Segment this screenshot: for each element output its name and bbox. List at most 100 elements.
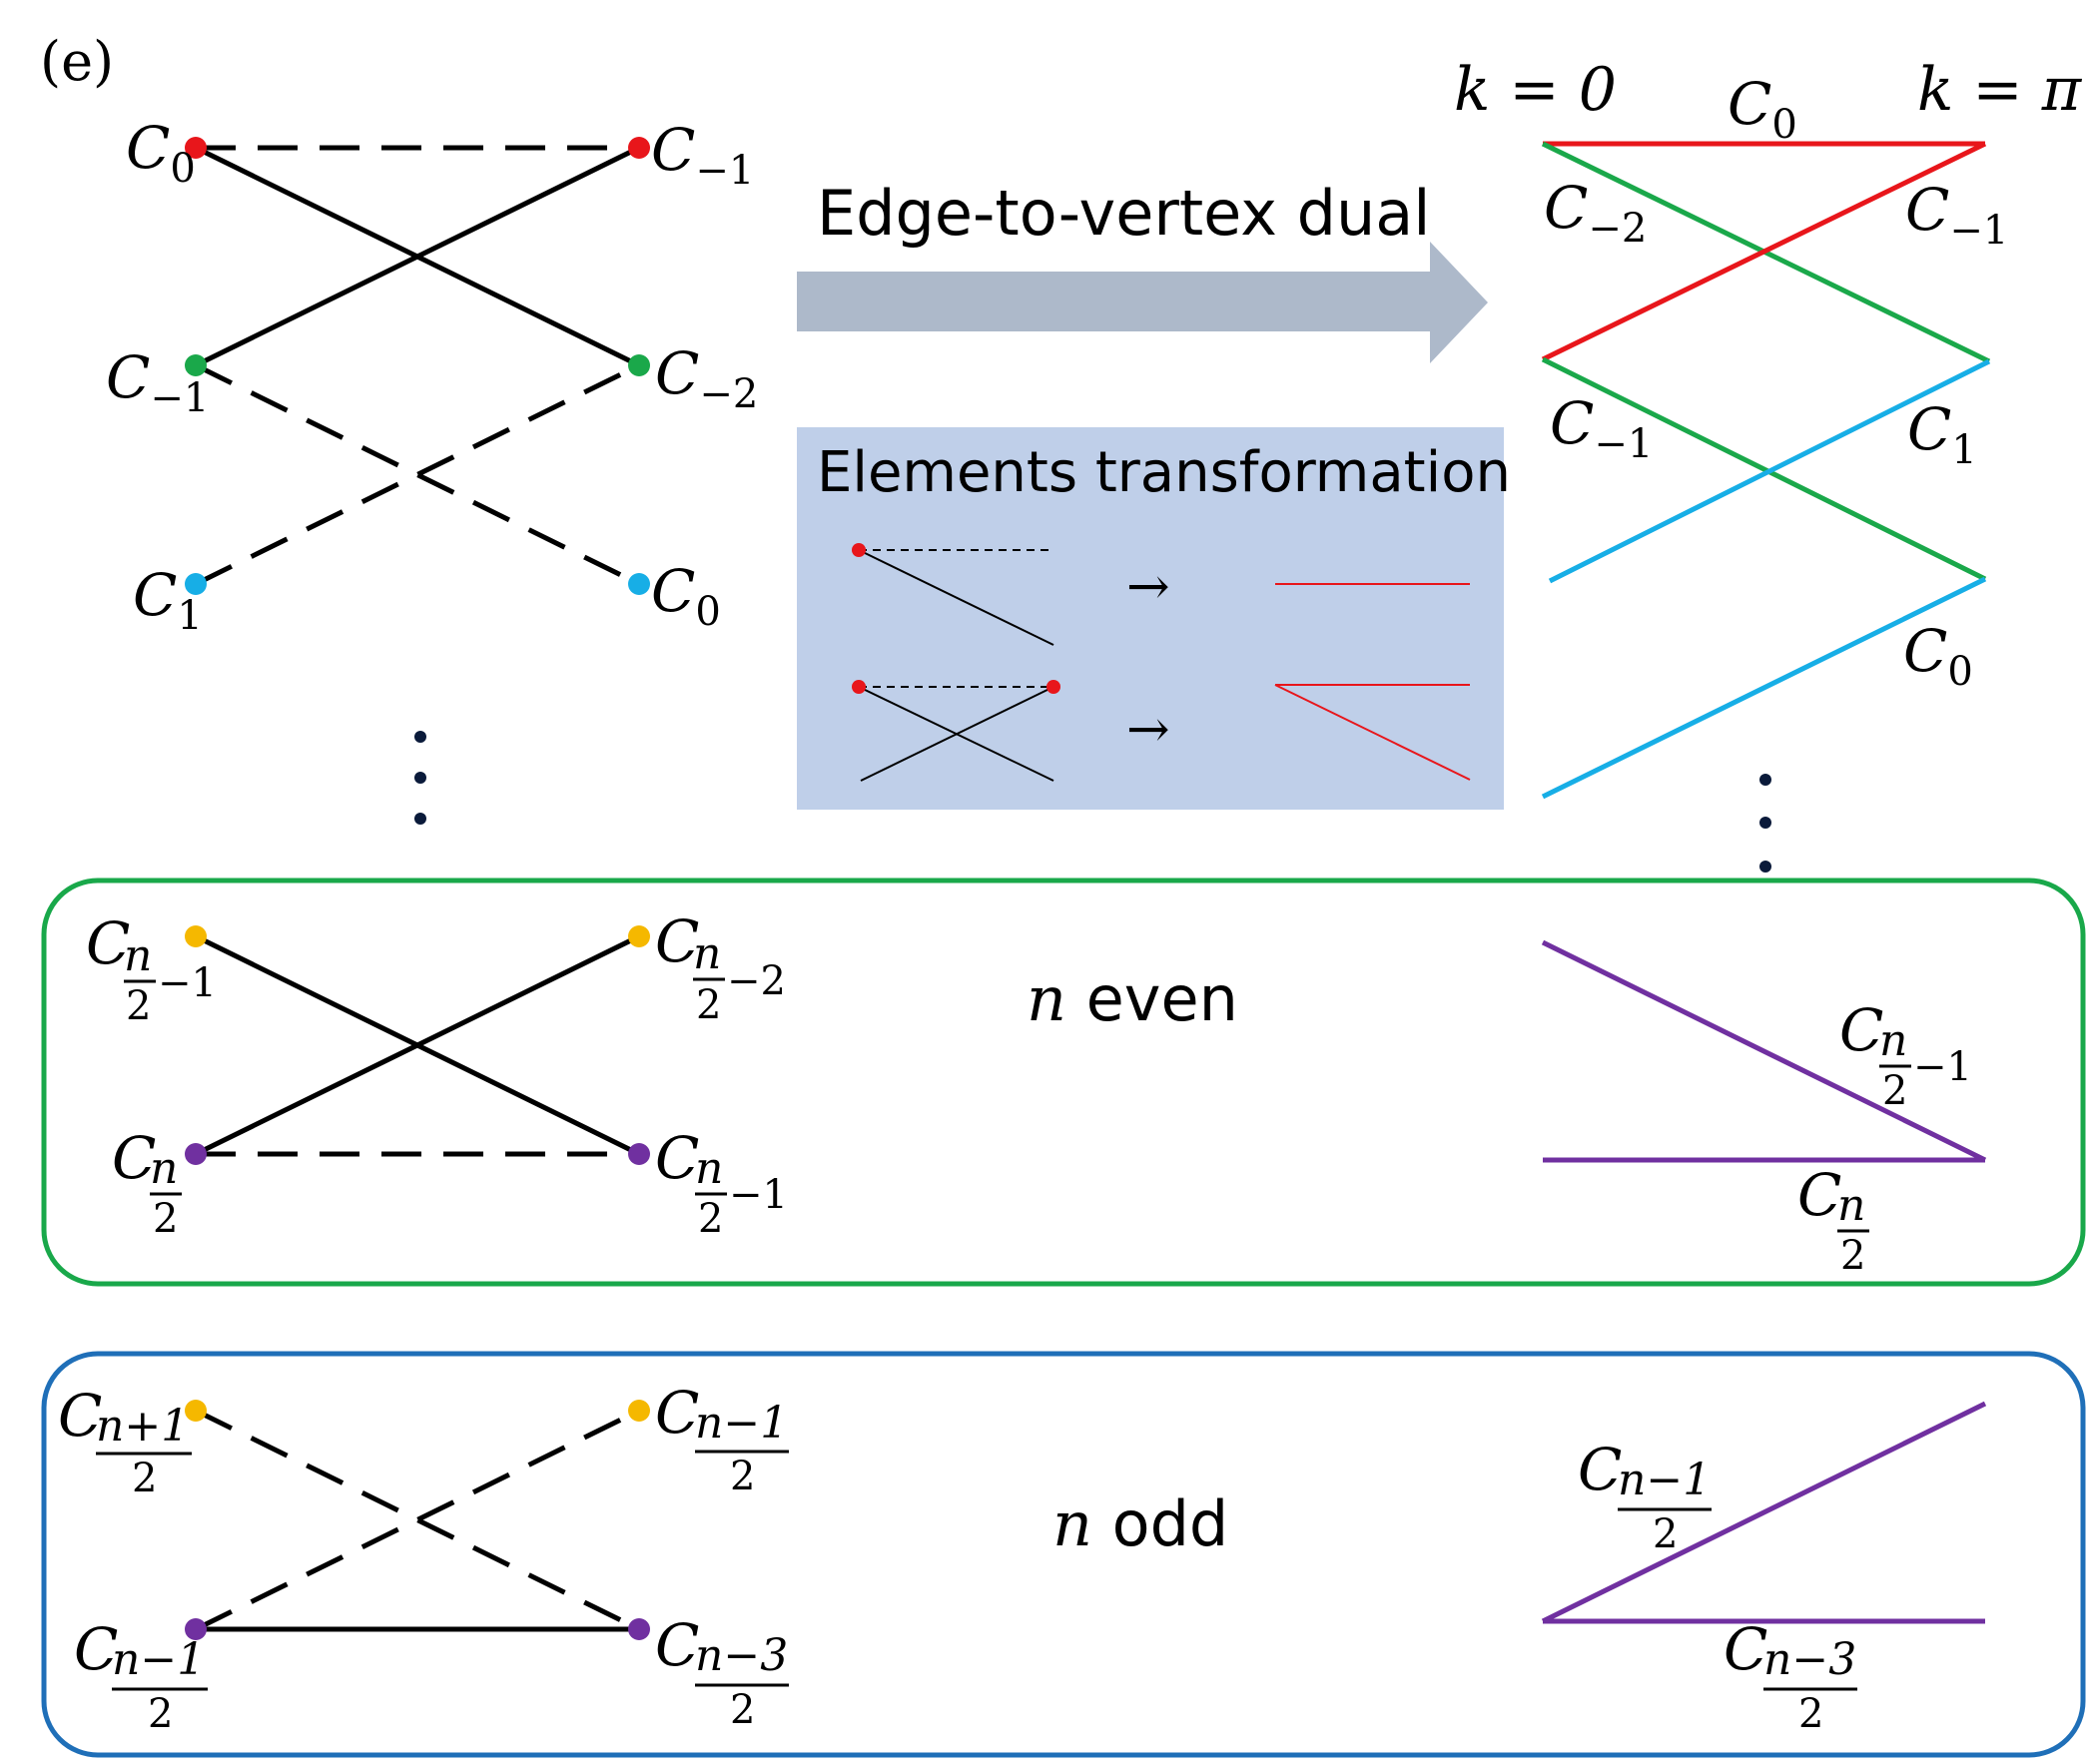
odd-box	[41, 1351, 2086, 1758]
even-label-bot-left: C n 2	[112, 1124, 182, 1242]
ellipsis-dot	[414, 813, 426, 825]
band-label-Cm2: C−2	[1544, 174, 1647, 252]
panel-label: (e)	[40, 30, 114, 93]
mini-solid-edge	[860, 686, 1054, 782]
even-label-top-right-den: 2	[696, 982, 721, 1028]
mini-node-red	[852, 543, 866, 557]
odd-edge-dashed-1	[194, 1408, 641, 1632]
edge-dashed-cross-1	[194, 362, 641, 587]
node-Cm1-mid	[185, 354, 207, 376]
even-band-label-slope: C n 2 −1	[1839, 996, 1972, 1114]
elements-transformation-box: Elements transformation → →	[797, 427, 1511, 810]
label-C0-top: C0	[126, 114, 196, 192]
transform-row-1-left	[858, 549, 1054, 646]
odd-band-label-slope: C n−1 2	[1578, 1436, 1712, 1557]
band-green-2	[1541, 356, 1987, 582]
odd-label-bot-left: C n−1 2	[74, 1615, 208, 1737]
even-band-label-flat-num: n	[1837, 1180, 1865, 1231]
odd-band-slope	[1541, 1401, 1987, 1624]
odd-band-label-flat: C n−3 2	[1724, 1615, 1857, 1737]
mini-node-red	[1046, 680, 1060, 694]
node-C0-top	[185, 137, 207, 159]
transform-arrow-2: →	[1126, 700, 1170, 760]
left-graph-nodes	[185, 137, 650, 595]
even-caption: n even	[1027, 962, 1238, 1035]
mini-red-slope-line	[1274, 684, 1471, 781]
even-label-top-right-tail: −2	[727, 958, 786, 1004]
band-cyan-2	[1541, 576, 1987, 800]
transform-row-2-left	[858, 686, 1054, 782]
even-band-label-flat-base: C	[1797, 1161, 1841, 1229]
band-label-C0-top: C0	[1728, 70, 1797, 148]
left-ellipsis	[414, 731, 426, 825]
node-C1-bot	[185, 573, 207, 595]
right-ellipsis	[1759, 774, 1771, 873]
even-edge-solid-2	[194, 933, 641, 1157]
odd-label-bot-left-den: 2	[148, 1691, 173, 1737]
even-label-bot-left-base: C	[112, 1124, 156, 1192]
band-red-slope	[1541, 141, 1987, 362]
odd-label-bot-right-den: 2	[730, 1687, 755, 1733]
band-labels: C0 C−2 C−1 C−1 C1 C0	[1544, 70, 2008, 695]
even-label-top-right-num: n	[693, 928, 721, 979]
even-label-top-left-num: n	[124, 930, 152, 981]
even-label-top-left-tail: −1	[158, 960, 217, 1006]
odd-band-label-slope-base: C	[1578, 1436, 1622, 1503]
even-label-bot-right-den: 2	[698, 1196, 723, 1242]
mini-node-red	[852, 680, 866, 694]
dual-arrow-label: Edge-to-vertex dual	[817, 177, 1430, 250]
k0-header: k = 0	[1454, 55, 1617, 125]
even-label-top-right: C n 2 −2	[655, 907, 786, 1028]
even-band-label-flat-den: 2	[1840, 1233, 1865, 1279]
odd-band-label-slope-num: n−1	[1618, 1455, 1711, 1505]
ellipsis-dot	[1759, 861, 1771, 873]
ellipsis-dot	[1759, 774, 1771, 786]
odd-band-label-flat-den: 2	[1798, 1691, 1823, 1737]
odd-node-bot-right	[628, 1618, 650, 1640]
node-C0-bot	[628, 573, 650, 595]
even-left-graph	[194, 933, 641, 1157]
even-band-label-slope-base: C	[1839, 996, 1883, 1064]
odd-node-bot-left	[185, 1618, 207, 1640]
edge-dashed-cross-2	[194, 362, 641, 587]
odd-band-label-flat-num: n−3	[1763, 1634, 1856, 1685]
odd-label-top-right-num: n−1	[695, 1398, 788, 1449]
even-bands	[1541, 939, 1987, 1163]
transformation-box-title: Elements transformation	[817, 440, 1511, 505]
odd-label-top-left-den: 2	[132, 1456, 157, 1501]
label-Cm1-top: C−1	[651, 116, 754, 194]
even-node-top-right	[628, 925, 650, 947]
dual-arrow	[797, 242, 1488, 363]
left-graph-labels: C0 C−1 C−1 C−2 C1 C0	[106, 114, 758, 639]
node-Cm2-mid	[628, 354, 650, 376]
ellipsis-dot	[414, 772, 426, 784]
even-label-bot-right-tail: −1	[729, 1172, 788, 1218]
label-C0-bot: C0	[651, 557, 721, 635]
odd-label-bot-left-num: n−1	[112, 1634, 205, 1685]
odd-bands	[1541, 1401, 1987, 1624]
even-band-label-flat: C n 2	[1797, 1161, 1869, 1279]
odd-label-top-left-base: C	[58, 1382, 102, 1450]
transformation-box-bg	[797, 427, 1504, 810]
even-label-top-left-den: 2	[126, 983, 151, 1029]
even-label-bot-left-num: n	[150, 1143, 178, 1194]
odd-label-bot-right: C n−3 2	[655, 1611, 789, 1733]
label-Cm2-mid: C−2	[655, 339, 758, 417]
even-band-label-slope-den: 2	[1882, 1068, 1907, 1114]
band-lines	[1541, 141, 1991, 800]
band-cyan-1	[1548, 358, 1991, 584]
left-graph	[194, 145, 641, 587]
odd-label-top-right-base: C	[655, 1379, 699, 1447]
odd-band-label-slope-den: 2	[1653, 1511, 1678, 1557]
ellipsis-dot	[414, 731, 426, 743]
odd-band-label-flat-base: C	[1724, 1615, 1767, 1683]
even-label-bot-right-num: n	[695, 1143, 723, 1194]
transform-arrow-1: →	[1126, 557, 1170, 617]
even-band-slope	[1541, 939, 1987, 1163]
odd-label-bot-right-base: C	[655, 1611, 699, 1679]
even-node-bot-right	[628, 1143, 650, 1165]
band-label-C1: C1	[1907, 395, 1977, 473]
kpi-header: k = π	[1917, 55, 2083, 125]
even-label-bot-left-den: 2	[153, 1196, 178, 1242]
